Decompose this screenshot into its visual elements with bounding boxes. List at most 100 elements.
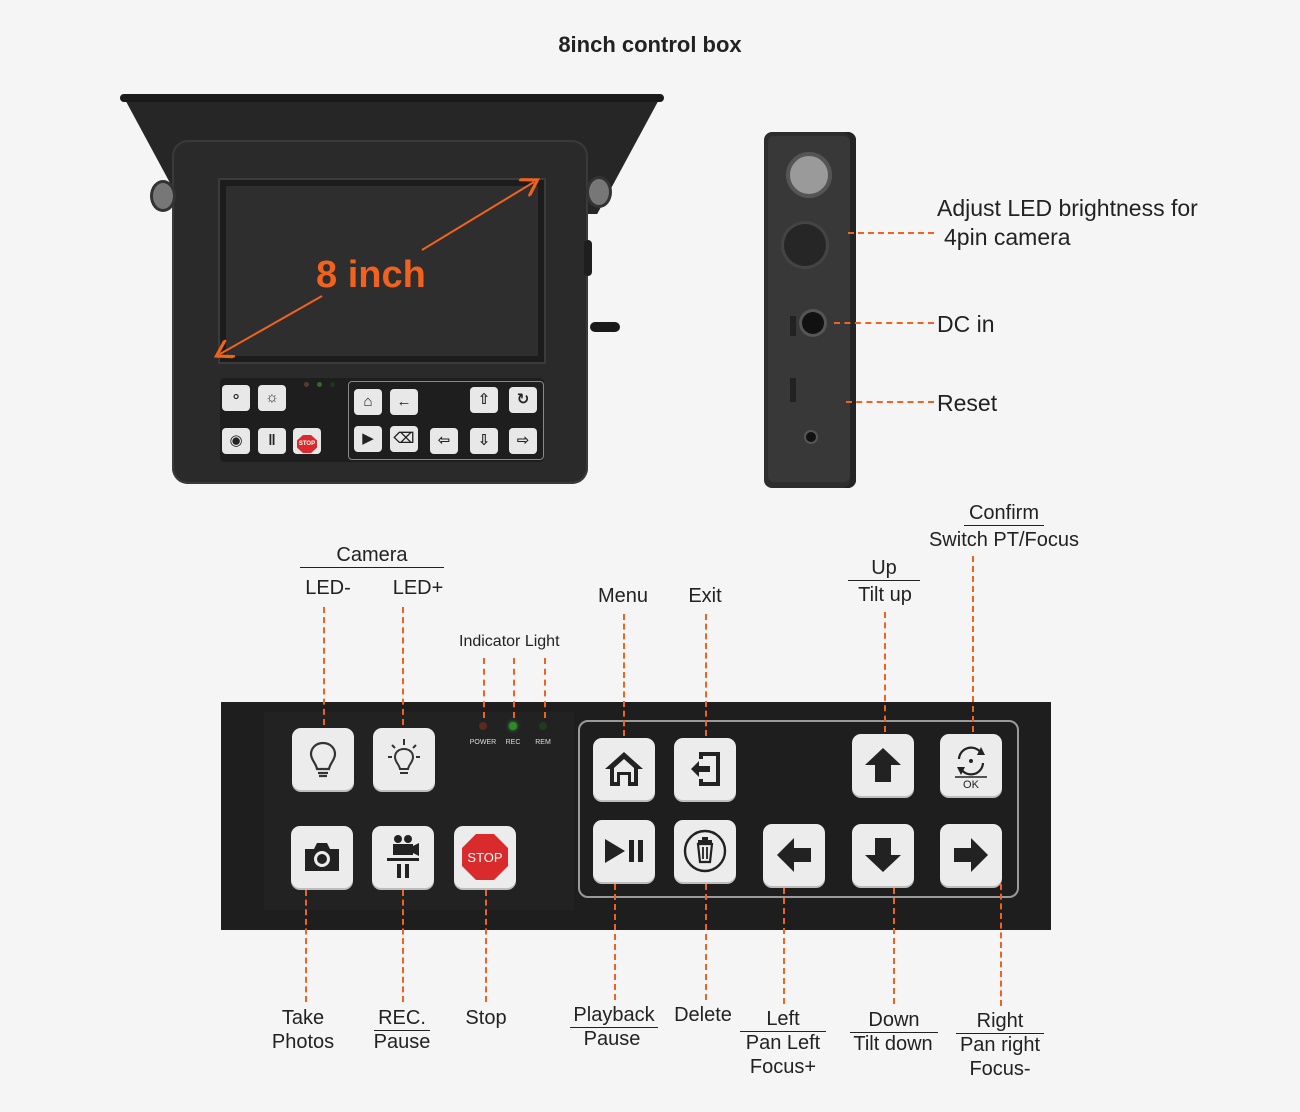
playback-leader: [614, 884, 616, 1000]
mini-home-key[interactable]: ⌂: [354, 389, 382, 415]
down-leader: [893, 888, 895, 1004]
indicator-light-label: Indicator Light: [459, 633, 560, 650]
screen-size-label: 8 inch: [316, 254, 426, 296]
power-led-leader: [483, 658, 485, 718]
tilt-down-label: Tilt down: [853, 1033, 933, 1055]
left-key[interactable]: [763, 824, 825, 886]
led-minus-leader: [323, 607, 325, 725]
mini-left-key[interactable]: ⇦: [430, 428, 458, 454]
rec-led: [509, 722, 517, 730]
down-key[interactable]: [852, 824, 914, 886]
up-leader: [884, 612, 886, 732]
rem-led-leader: [544, 658, 546, 718]
left-hinge-knob: [150, 180, 176, 212]
up-key[interactable]: [852, 734, 914, 796]
led-minus-key[interactable]: [292, 728, 354, 790]
dc-in-port: [802, 312, 824, 334]
arrow-down-icon: [865, 838, 901, 872]
confirm-ok-icon: OK: [955, 746, 987, 789]
mini-right-key[interactable]: ⇨: [509, 428, 537, 454]
mini-rem-led: [330, 382, 335, 387]
mini-rec-key[interactable]: ‖: [258, 428, 286, 454]
mini-key-frame: [348, 381, 544, 460]
arrow-left-icon: [777, 838, 811, 872]
camera-icon: [305, 843, 339, 871]
reset-hole: [806, 432, 816, 442]
mini-stop-text: STOP: [297, 435, 317, 453]
mini-exit-key[interactable]: ←: [390, 389, 418, 415]
right-label: Right: [956, 1009, 1044, 1034]
monitor-cable: [590, 322, 620, 332]
diagram-title: 8inch control box: [558, 32, 742, 57]
confirm-label: Confirm: [964, 501, 1044, 526]
mini-rec-led: [317, 382, 322, 387]
delete-label: Delete: [674, 1004, 732, 1026]
stop-leader: [485, 890, 487, 1002]
monitor-side-knob: [584, 240, 592, 276]
led-plus-key[interactable]: [373, 728, 435, 790]
mini-led-minus-key[interactable]: ⚬: [222, 385, 250, 411]
take-photos-leader: [305, 890, 307, 1002]
reset-button[interactable]: [790, 378, 796, 402]
navigation-key-frame: [578, 720, 1019, 898]
record-key[interactable]: [372, 826, 434, 888]
photos-label: Photos: [271, 1031, 335, 1053]
left-label: Left: [740, 1007, 826, 1032]
mini-power-led: [304, 382, 309, 387]
delete-leader: [705, 884, 707, 1000]
switch-label: Switch PT/Focus: [928, 529, 1080, 551]
stop-key[interactable]: STOP: [454, 826, 516, 888]
bulb-off-icon: [309, 741, 337, 778]
dc-in-leader: [834, 322, 934, 324]
connector-screw-icon: [786, 152, 832, 198]
ok-key-text: OK: [963, 779, 980, 789]
screen-diagonal-arrow-icon: [210, 172, 550, 368]
focus-plus-label: Focus+: [749, 1056, 817, 1078]
right-key[interactable]: [940, 824, 1002, 886]
led-plus-label: LED+: [392, 577, 444, 599]
exit-label: Exit: [688, 585, 722, 607]
led-brightness-dial[interactable]: [784, 224, 826, 266]
take-label: Take: [281, 1007, 325, 1029]
power-led: [479, 722, 487, 730]
video-camera-icon: [387, 835, 419, 878]
mini-down-key[interactable]: ⇩: [470, 428, 498, 454]
mini-up-key[interactable]: ⇧: [470, 387, 498, 413]
tilt-up-label: Tilt up: [858, 584, 912, 606]
dc-port-marking: [790, 316, 796, 336]
exit-leader: [705, 614, 707, 736]
ok-key[interactable]: OK: [940, 734, 1002, 796]
camera-group-label: Camera: [300, 543, 444, 568]
led-brightness-label-1: Adjust LED brightness for: [937, 195, 1198, 221]
take-photo-key[interactable]: [291, 826, 353, 888]
pan-left-label: Pan Left: [745, 1032, 821, 1054]
dc-in-label: DC in: [937, 311, 995, 337]
stop-key-text: STOP: [467, 850, 502, 865]
up-label: Up: [848, 556, 920, 581]
mini-ok-key[interactable]: ↻: [509, 387, 537, 413]
mini-delete-key[interactable]: ⌫: [390, 426, 418, 452]
playback-pause-key[interactable]: [593, 820, 655, 882]
sunshade-edge: [120, 94, 664, 102]
focus-minus-label: Focus-: [969, 1058, 1031, 1080]
pause-label: Pause: [373, 1031, 431, 1053]
power-led-label: POWER: [469, 739, 497, 746]
menu-label: Menu: [597, 585, 649, 607]
home-icon: [605, 752, 643, 786]
right-hinge-knob: [586, 176, 612, 208]
led-minus-label: LED-: [305, 577, 351, 599]
exit-key[interactable]: [674, 738, 736, 800]
rem-led: [539, 722, 547, 730]
stop-label: Stop: [465, 1007, 507, 1029]
down-label: Down: [850, 1008, 938, 1033]
mini-camera-key[interactable]: ◉: [222, 428, 250, 454]
trash-icon: [683, 829, 727, 873]
mini-led-plus-key[interactable]: ☼: [258, 385, 286, 411]
right-leader: [1000, 884, 1002, 1006]
rem-led-label: REM: [535, 739, 551, 746]
playback-pause-label: Pause: [583, 1028, 641, 1050]
mini-stop-key[interactable]: STOP: [293, 428, 321, 454]
mini-play-key[interactable]: ▶: [354, 426, 382, 452]
menu-key[interactable]: [593, 738, 655, 800]
delete-key[interactable]: [674, 820, 736, 882]
